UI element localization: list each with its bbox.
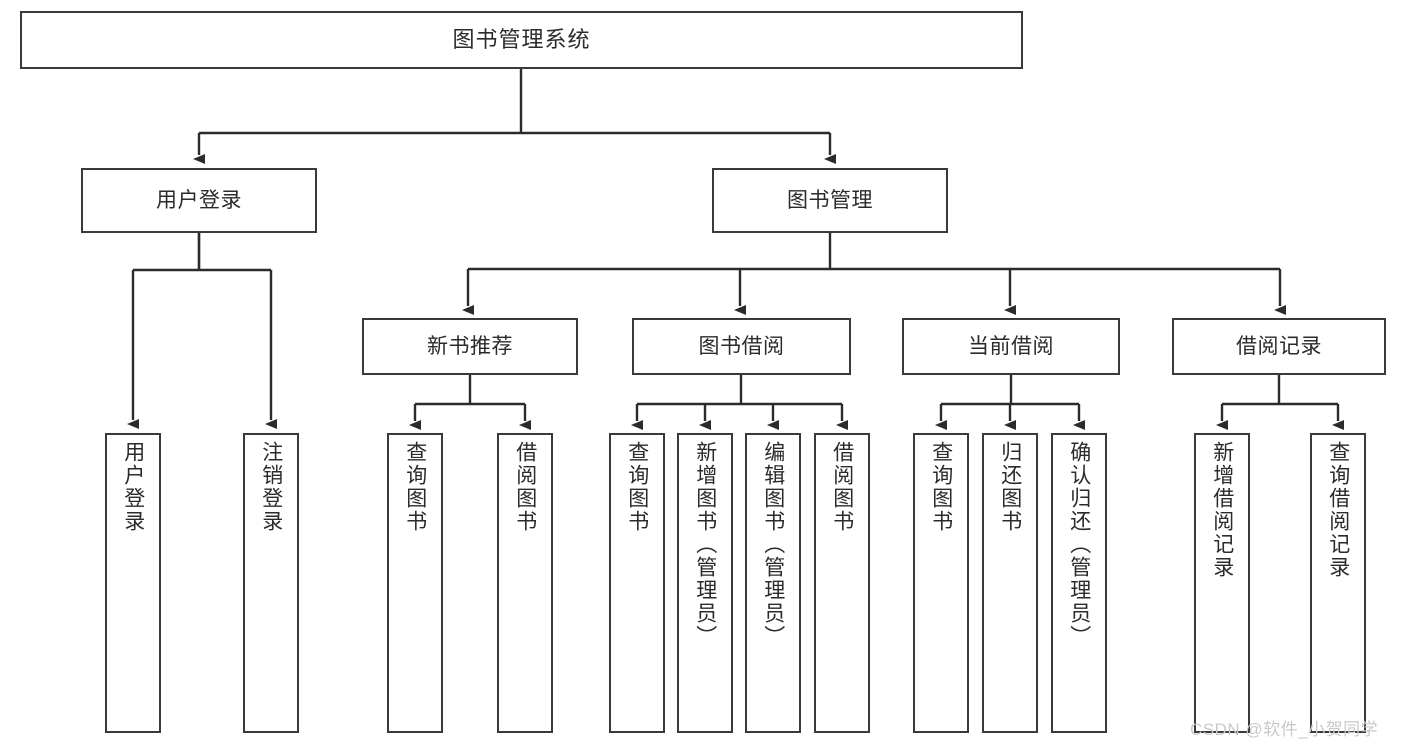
node-book-management[interactable]: 图书管理 (712, 168, 948, 233)
node-label: 查询图书 (929, 441, 953, 533)
node-label: 新书推荐 (427, 335, 513, 358)
leaf-current-confirm-return[interactable]: 确认归还（管理员） (1051, 433, 1107, 733)
node-user-login[interactable]: 用户登录 (81, 168, 317, 233)
node-label: 借阅记录 (1236, 335, 1322, 358)
node-label: 查询图书 (625, 441, 649, 533)
leaf-record-add-record[interactable]: 新增借阅记录 (1194, 433, 1250, 733)
node-label: 图书管理系统 (452, 27, 591, 52)
node-label: 确认归还（管理员） (1067, 441, 1091, 648)
node-book-borrow[interactable]: 图书借阅 (632, 318, 851, 375)
leaf-current-return-book[interactable]: 归还图书 (982, 433, 1038, 733)
leaf-recommend-borrow-book[interactable]: 借阅图书 (497, 433, 553, 733)
node-label: 注销登录 (259, 441, 283, 533)
node-label: 用户登录 (121, 441, 145, 533)
leaf-recommend-query-book[interactable]: 查询图书 (387, 433, 443, 733)
node-borrow-record[interactable]: 借阅记录 (1172, 318, 1386, 375)
node-label: 用户登录 (156, 189, 242, 212)
node-label: 当前借阅 (968, 335, 1054, 358)
csdn-watermark: CSDN @软件_小贺同学 (1190, 720, 1379, 739)
node-label: 图书管理 (787, 189, 873, 212)
node-new-book-recommend[interactable]: 新书推荐 (362, 318, 578, 375)
leaf-user-login-signout[interactable]: 注销登录 (243, 433, 299, 733)
leaf-borrow-borrow-book[interactable]: 借阅图书 (814, 433, 870, 733)
node-label: 查询借阅记录 (1326, 441, 1350, 579)
node-label: 查询图书 (403, 441, 427, 533)
node-label: 编辑图书（管理员） (761, 441, 785, 648)
leaf-record-query-record[interactable]: 查询借阅记录 (1310, 433, 1366, 733)
node-label: 借阅图书 (830, 441, 854, 533)
node-label: 归还图书 (998, 441, 1022, 533)
leaf-borrow-edit-book[interactable]: 编辑图书（管理员） (745, 433, 801, 733)
node-label: 借阅图书 (513, 441, 537, 533)
node-current-borrow[interactable]: 当前借阅 (902, 318, 1120, 375)
leaf-current-query-book[interactable]: 查询图书 (913, 433, 969, 733)
leaf-user-login-signin[interactable]: 用户登录 (105, 433, 161, 733)
node-label: 新增图书（管理员） (693, 441, 717, 648)
node-root-system[interactable]: 图书管理系统 (20, 11, 1023, 69)
leaf-borrow-add-book[interactable]: 新增图书（管理员） (677, 433, 733, 733)
node-label: 图书借阅 (698, 335, 785, 358)
node-label: 新增借阅记录 (1210, 441, 1234, 579)
leaf-borrow-query-book[interactable]: 查询图书 (609, 433, 665, 733)
